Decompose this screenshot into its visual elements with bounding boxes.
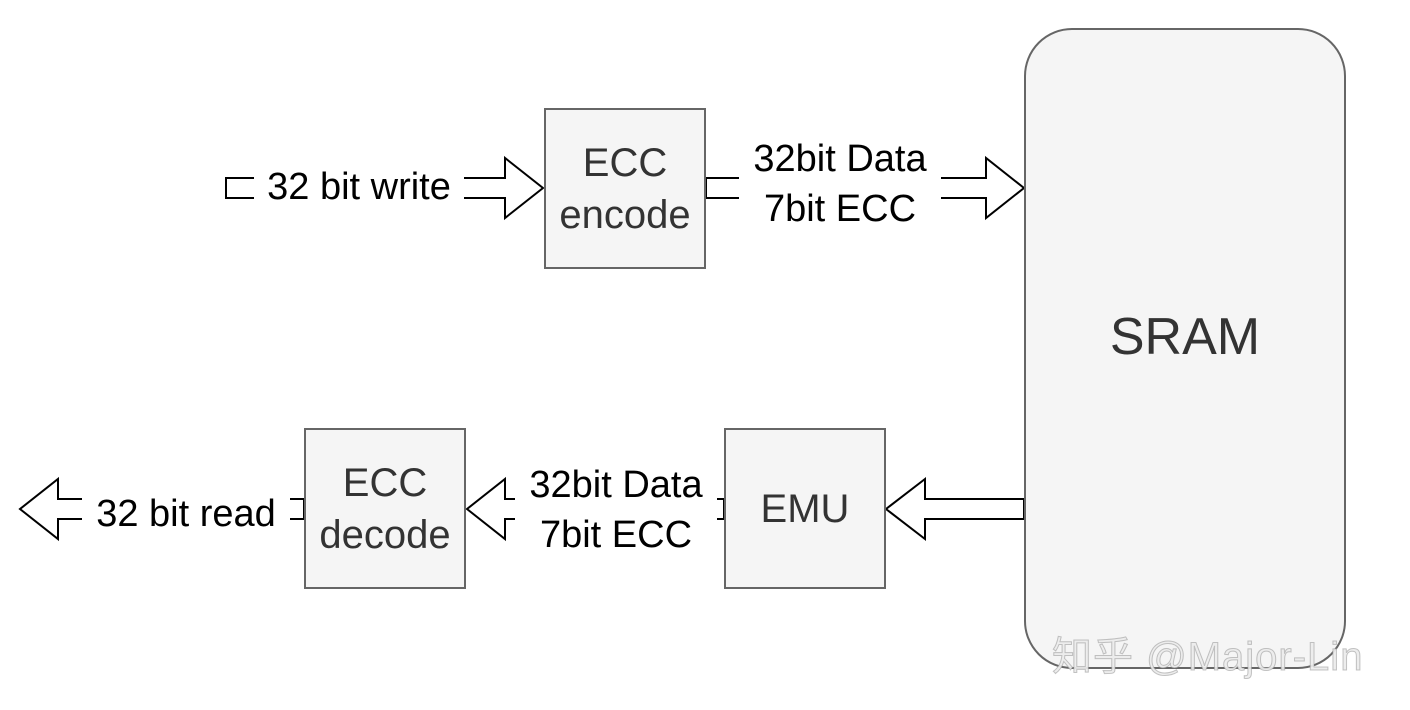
emu-block: EMU (724, 428, 886, 589)
encode-to-sram-label-line2: 7bit ECC (763, 188, 917, 230)
sram-label: SRAM (1109, 307, 1261, 366)
ecc-decode-label-line2: decode (319, 512, 451, 557)
emu-to-decode-label: 32bit Data 7bit ECC (515, 460, 717, 560)
encode-to-sram-label: 32bit Data 7bit ECC (739, 134, 941, 234)
emu-label: EMU (760, 486, 850, 531)
watermark-text: 知乎 @Major-Lin (1051, 635, 1364, 680)
sram-to-emu-arrow (884, 476, 1025, 542)
emu-to-decode-label-line2: 7bit ECC (539, 514, 693, 556)
encode-to-sram-label-line1: 32bit Data (753, 138, 927, 180)
ecc-decode-block: ECC decode (304, 428, 466, 589)
emu-to-decode-label-line1: 32bit Data (529, 464, 703, 506)
ecc-encode-label-line1: ECC (582, 140, 668, 185)
ecc-encode-block: ECC encode (544, 108, 706, 269)
sram-block: SRAM (1024, 28, 1346, 669)
ecc-encode-label-line2: encode (559, 192, 691, 237)
read-signal-label: 32 bit read (82, 490, 290, 538)
ecc-decode-label-line1: ECC (342, 460, 428, 505)
write-signal-label: 32 bit write (254, 163, 464, 211)
